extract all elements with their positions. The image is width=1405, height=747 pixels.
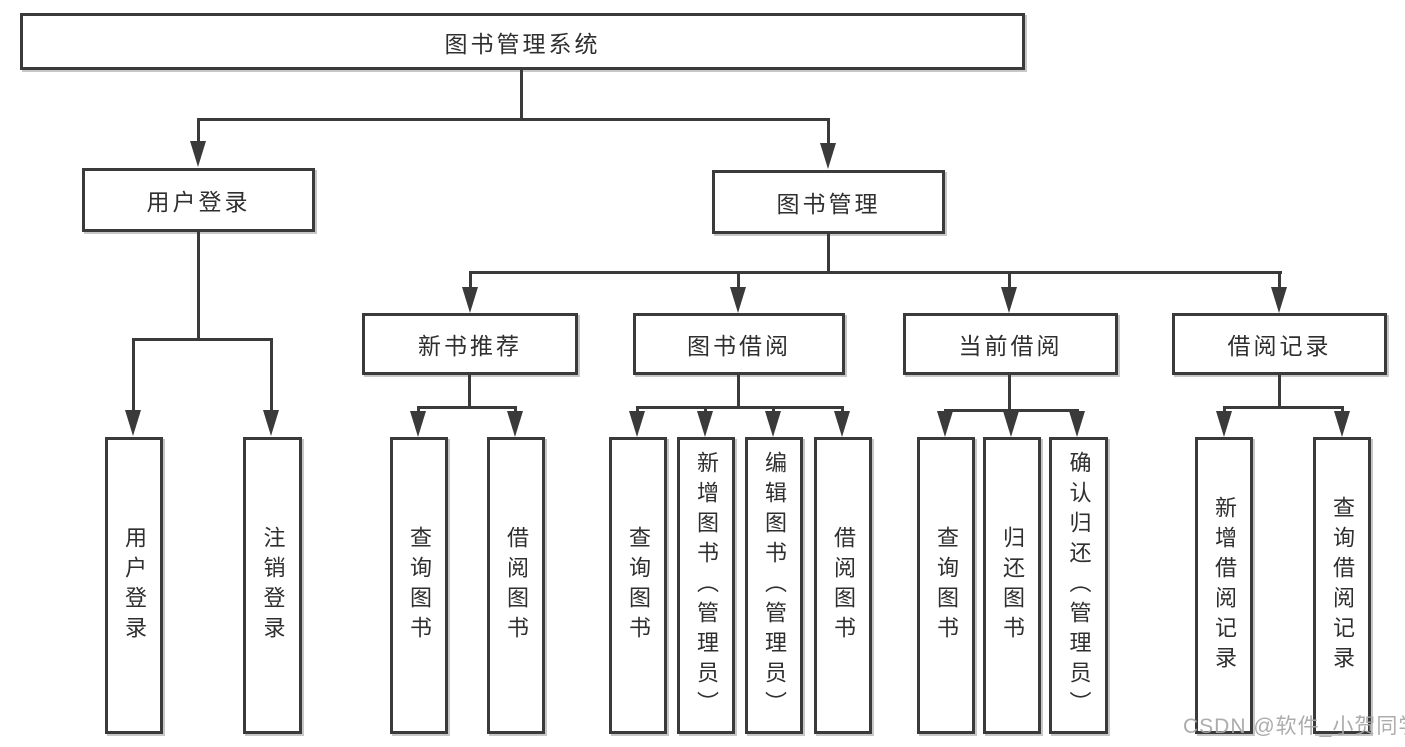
arrow-down-icon: [263, 410, 279, 436]
leaf-user-login-label: 用户登录: [122, 525, 147, 646]
leaf-cb-confirm-return-admin-label: 确认归还（管理员）: [1066, 450, 1092, 721]
leaf-bb-query-books-label: 查询图书: [626, 525, 651, 646]
node-new-book-rec: 新书推荐: [362, 313, 578, 375]
arrow-down-icon: [1069, 411, 1085, 437]
leaf-br-query-record-label: 查询借阅记录: [1330, 495, 1355, 676]
arrow-down-icon: [1216, 411, 1232, 437]
csdn-watermark: CSDN @软件_小贺同学: [1183, 715, 1405, 738]
leaf-logout: 注销登录: [243, 437, 302, 734]
connector-rec-trunk: [468, 375, 471, 406]
leaf-cb-query-books-label: 查询图书: [934, 525, 959, 646]
connector-br-hline: [1223, 406, 1344, 409]
node-current-borrow: 当前借阅: [903, 313, 1118, 375]
leaf-bb-edit-books-admin-label: 编辑图书（管理员）: [762, 450, 787, 721]
connector-mgmt-trunk: [827, 234, 830, 271]
arrow-down-icon: [629, 411, 645, 437]
connector-user-shaft-2: [270, 338, 273, 418]
node-root-label: 图书管理系统: [444, 30, 601, 57]
node-borrow-record-label: 借阅记录: [1227, 333, 1332, 359]
leaf-cb-confirm-return-admin: 确认归还（管理员）: [1049, 437, 1108, 734]
leaf-rec-borrow-books-label: 借阅图书: [504, 525, 529, 646]
arrow-down-icon: [125, 410, 141, 436]
node-book-borrow: 图书借阅: [633, 313, 845, 375]
leaf-cb-return-books: 归还图书: [983, 437, 1041, 734]
connector-cb-trunk: [1008, 375, 1011, 409]
connector-root-trunk: [520, 70, 523, 120]
leaf-br-add-record: 新增借阅记录: [1195, 437, 1253, 734]
node-current-borrow-label: 当前借阅: [958, 333, 1063, 359]
connector-l2-hline: [197, 118, 830, 121]
arrow-down-icon: [730, 287, 746, 313]
arrow-down-icon: [462, 287, 478, 313]
leaf-br-add-record-label: 新增借阅记录: [1212, 495, 1237, 676]
arrow-down-icon: [1334, 411, 1350, 437]
connector-l3-shaft-2: [737, 271, 740, 291]
leaf-logout-label: 注销登录: [260, 525, 286, 646]
connector-l3-hline: [469, 271, 1282, 274]
leaf-cb-query-books: 查询图书: [917, 437, 975, 734]
connector-br-trunk: [1278, 375, 1281, 406]
arrow-down-icon: [410, 411, 426, 437]
arrow-down-icon: [765, 411, 781, 437]
leaf-bb-edit-books-admin: 编辑图书（管理员）: [745, 437, 803, 734]
arrow-down-icon: [834, 411, 850, 437]
connector-user-hline: [132, 338, 273, 341]
node-book-borrow-label: 图书借阅: [687, 333, 791, 359]
connector-l2-shaft-left: [197, 118, 200, 150]
leaf-br-query-record: 查询借阅记录: [1313, 437, 1371, 734]
leaf-rec-query-books-label: 查询图书: [407, 525, 432, 646]
node-user-login-label: 用户登录: [146, 189, 251, 215]
leaf-bb-add-books-admin: 新增图书（管理员）: [677, 437, 735, 734]
arrow-down-icon: [1001, 287, 1017, 313]
connector-rec-hline: [417, 406, 517, 409]
arrow-down-icon: [190, 141, 206, 167]
arrow-down-icon: [1271, 287, 1287, 313]
arrow-down-icon: [1003, 411, 1019, 437]
node-book-mgmt: 图书管理: [712, 170, 945, 234]
node-user-login: 用户登录: [82, 168, 315, 232]
connector-l2-shaft-right: [827, 118, 830, 150]
node-borrow-record: 借阅记录: [1172, 313, 1387, 375]
connector-bb-trunk: [737, 375, 740, 406]
leaf-bb-add-books-admin-label: 新增图书（管理员）: [694, 450, 719, 721]
leaf-bb-query-books: 查询图书: [609, 437, 667, 734]
connector-l3-shaft-1: [469, 271, 472, 291]
leaf-rec-query-books: 查询图书: [390, 437, 448, 734]
arrow-down-icon: [820, 143, 836, 169]
leaf-user-login: 用户登录: [105, 437, 163, 734]
node-new-book-rec-label: 新书推荐: [418, 333, 522, 359]
connector-l3-shaft-3: [1008, 271, 1011, 291]
leaf-cb-return-books-label: 归还图书: [1000, 525, 1025, 646]
connector-l3-shaft-4: [1278, 271, 1281, 291]
arrow-down-icon: [697, 411, 713, 437]
leaf-bb-borrow-books-label: 借阅图书: [831, 525, 856, 646]
leaf-bb-borrow-books: 借阅图书: [814, 437, 872, 734]
leaf-rec-borrow-books: 借阅图书: [487, 437, 545, 734]
arrow-down-icon: [937, 411, 953, 437]
connector-user-trunk: [197, 232, 200, 338]
connector-bb-hline: [636, 406, 844, 409]
node-root: 图书管理系统: [20, 13, 1025, 70]
arrow-down-icon: [507, 411, 523, 437]
connector-user-shaft-1: [132, 338, 135, 418]
node-book-mgmt-label: 图书管理: [776, 191, 881, 217]
